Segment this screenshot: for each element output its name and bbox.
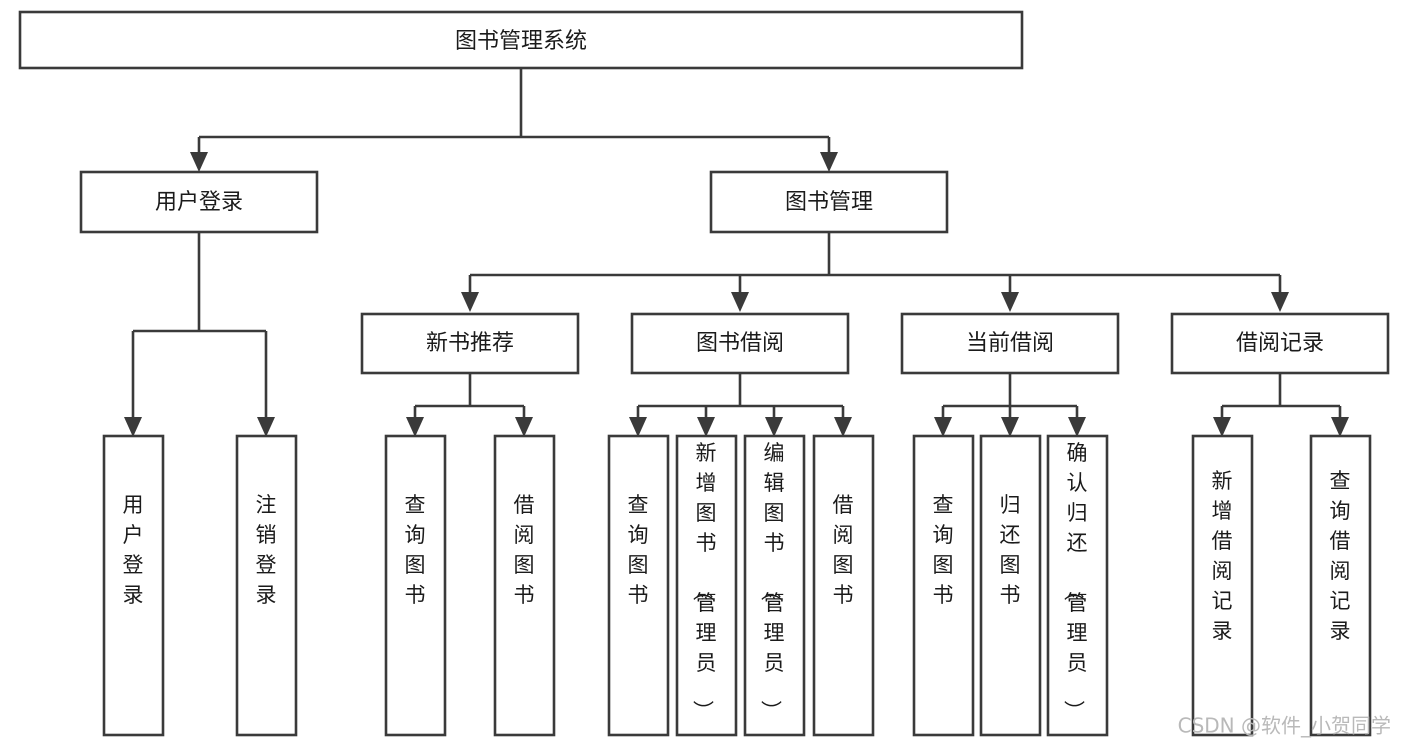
node-book-borrow-box [630,312,850,375]
leaf-new-book-borrow[interactable]: 借阅图书 [493,434,556,737]
leaf-book-borrow-edit-box [743,434,806,737]
leaf-borrow-record-add-label: 新增借阅记录 [1212,469,1233,643]
leaf-book-borrow-add-label: 新增图书（管理员） [691,441,717,721]
leaf-new-book-query-label: 查询图书 [405,493,426,607]
arrowhead-borrow-record [1271,292,1289,312]
arrowhead-leaf-3 [406,417,424,437]
leaf-user-login-logout-label: 注销登录 [256,493,277,607]
node-current-borrow-label: 当前借阅 [966,331,1054,356]
leaf-book-borrow-edit[interactable]: 编辑图书（管理员） [743,434,806,737]
node-book-borrow[interactable]: 图书借阅 [630,312,850,375]
arrowhead-leaf-9 [934,417,952,437]
node-current-borrow[interactable]: 当前借阅 [900,312,1120,375]
node-book-manage[interactable]: 图书管理 [709,170,949,234]
arrowhead-leaf-7 [765,417,783,437]
leaf-borrow-record-query-box [1309,434,1372,737]
arrowhead-leaf-4 [515,417,533,437]
node-current-borrow-box [900,312,1120,375]
leaf-new-book-query-box [384,434,447,737]
node-root-system-label: 图书管理系统 [455,29,587,54]
arrowhead-current-borrow [1001,292,1019,312]
node-borrow-record[interactable]: 借阅记录 [1170,312,1390,375]
leaf-book-borrow-edit-label: 编辑图书（管理员） [759,441,785,721]
node-user-login-box [79,170,319,234]
leaf-new-book-query[interactable]: 查询图书 [384,434,447,737]
node-root-system[interactable]: 图书管理系统 [18,10,1024,70]
node-user-login[interactable]: 用户登录 [79,170,319,234]
leaf-current-borrow-query[interactable]: 查询图书 [912,434,975,737]
node-user-login-label: 用户登录 [155,190,243,215]
leaf-borrow-record-add[interactable]: 新增借阅记录 [1191,434,1254,737]
leaf-book-borrow-borrow-label: 借阅图书 [833,493,854,607]
arrowhead-book-manage [820,152,838,172]
leaf-current-borrow-return-label: 归还图书 [1000,493,1021,607]
csdn-watermark: CSDN @软件_小贺同学 [1178,714,1391,738]
node-book-borrow-label: 图书借阅 [696,331,784,356]
node-book-manage-box [709,170,949,234]
leaf-user-login-login-box [102,434,165,737]
arrowhead-leaf-12 [1213,417,1231,437]
arrowhead-leaf-5 [629,417,647,437]
leaf-book-borrow-query-box [607,434,670,737]
leaf-current-borrow-confirm-label: 确认归还（管理员） [1062,441,1088,721]
arrowhead-book-borrow [731,292,749,312]
arrowhead-layer [124,152,1349,437]
node-new-book-recommend[interactable]: 新书推荐 [360,312,580,375]
arrowhead-leaf-11 [1068,417,1086,437]
node-root-system-box [18,10,1024,70]
arrowhead-leaf-8 [834,417,852,437]
arrowhead-leaf-1 [124,417,142,437]
leaf-current-borrow-return[interactable]: 归还图书 [979,434,1042,737]
arrowhead-user-login [190,152,208,172]
node-new-book-recommend-label: 新书推荐 [426,331,514,356]
node-borrow-record-box [1170,312,1390,375]
leaf-book-borrow-borrow[interactable]: 借阅图书 [812,434,875,737]
leaf-book-borrow-borrow-box [812,434,875,737]
arrowhead-leaf-13 [1331,417,1349,437]
leaf-current-borrow-query-label: 查询图书 [933,493,954,607]
leaf-current-borrow-confirm-box [1046,434,1109,737]
arrowhead-leaf-10 [1001,417,1019,437]
leaf-current-borrow-return-box [979,434,1042,737]
leaf-new-book-borrow-label: 借阅图书 [514,493,535,607]
leaf-current-borrow-query-box [912,434,975,737]
node-borrow-record-label: 借阅记录 [1236,331,1324,356]
leaf-new-book-borrow-box [493,434,556,737]
leaf-book-borrow-add[interactable]: 新增图书（管理员） [675,434,738,737]
leaf-user-login-logout[interactable]: 注销登录 [235,434,298,737]
leaf-book-borrow-query-label: 查询图书 [628,493,649,607]
arrowhead-new-book [461,292,479,312]
leaf-book-borrow-add-box [675,434,738,737]
leaf-current-borrow-confirm[interactable]: 确认归还（管理员） [1046,434,1109,737]
leaf-borrow-record-add-box [1191,434,1254,737]
arrowhead-leaf-6 [697,417,715,437]
leaf-borrow-record-query-label: 查询借阅记录 [1330,469,1351,643]
leaf-book-borrow-query[interactable]: 查询图书 [607,434,670,737]
arrowhead-leaf-2 [257,417,275,437]
leaf-user-login-login[interactable]: 用户登录 [102,434,165,737]
node-book-manage-label: 图书管理 [785,190,873,215]
leaf-user-login-logout-box [235,434,298,737]
leaf-borrow-record-query[interactable]: 查询借阅记录 [1309,434,1372,737]
leaf-user-login-login-label: 用户登录 [123,493,144,607]
node-new-book-recommend-box [360,312,580,375]
